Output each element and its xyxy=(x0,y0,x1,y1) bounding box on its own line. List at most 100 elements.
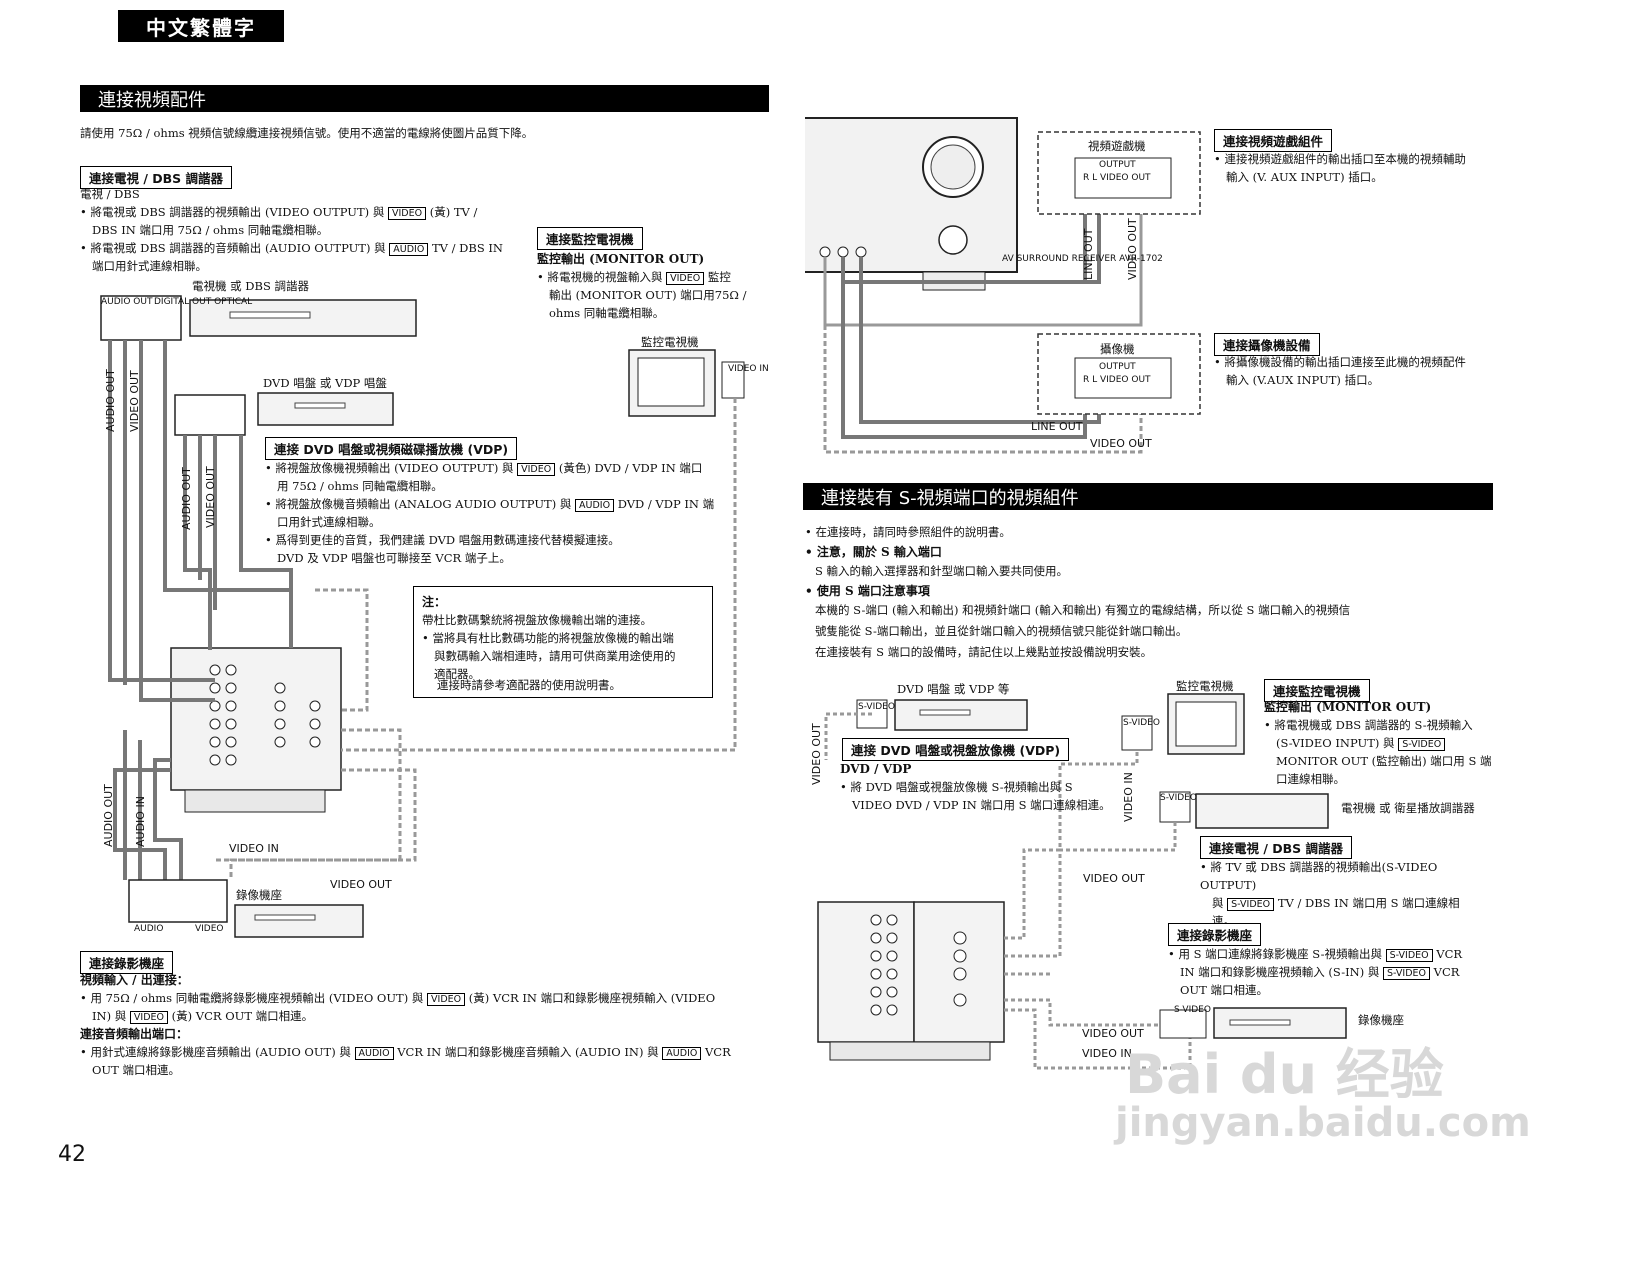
s-tv-bullet: • 將 TV 或 DBS 調諧器的視頻輸出(S-VIDEO OUTPUT) xyxy=(1200,860,1438,892)
s-vcr-text: • 用 S 端口連線將錄影機座 S-視頻輸出與 S-VIDEO VCR IN 端… xyxy=(1168,945,1494,999)
s-video-in-label-c: VIDEO IN xyxy=(1082,1047,1132,1060)
tv-dbs-sub: 電視 / DBS xyxy=(80,187,140,201)
text: • 用 S 端口連線將錄影機座 S-視頻輸出與 xyxy=(1168,947,1382,961)
audio-out-label-1: AUDIO OUT xyxy=(104,369,117,432)
s-intro: • 在連接時，請同時參照組件的說明書。 • 注意，關於 S 輸入端口 S 輸入的… xyxy=(805,522,1495,663)
text: (黃) VCR OUT 端口相連。 xyxy=(171,1009,314,1023)
s-mon-text: 監控輸出 (MONITOR OUT) • 將電視機或 DBS 調諧器的 S-視頻… xyxy=(1264,698,1494,788)
monitor-bullet: • 將電視機的視盤輸入與 VIDEO 監控 xyxy=(537,268,769,286)
section-title-video: 連接視頻配件 xyxy=(80,85,769,112)
vcr-slot xyxy=(254,914,316,921)
text: (黃色) DVD / VDP IN 端口 xyxy=(558,461,703,475)
page-number: 42 xyxy=(58,1142,86,1167)
cam-jacks-label: R L VIDEO OUT xyxy=(1083,375,1151,385)
tv-display xyxy=(229,311,311,319)
s-monitor-caption: 監控電視機 xyxy=(1176,679,1234,693)
s-para-2: 號隻能從 S-端口輸出，並且從針端口輸入的視頻信號只能從針端口輸出。 xyxy=(815,624,1188,638)
svideo-tag: S-VIDEO xyxy=(1383,967,1430,980)
s-tv-text: • 將 TV 或 DBS 調諧器的視頻輸出(S-VIDEO OUTPUT) 與 … xyxy=(1200,858,1492,930)
s-dvd-text: DVD / VDP • 將 DVD 唱盤或視盤放像機 S-視頻輸出與 S VID… xyxy=(840,760,1120,814)
right-top-diagram xyxy=(805,117,1201,454)
audio-tag: AUDIO xyxy=(662,1047,702,1060)
receiver-model: AV SURROUND RECEIVER AVR-1702 xyxy=(1002,254,1163,264)
s-para-2: 在連接裝有 S 端口的設備時，請記住以上幾點並按設備說明安裝。 xyxy=(815,645,1153,659)
s-heading-2: • 使用 S 端口注意事項 xyxy=(805,584,930,598)
text: 輸出 (MONITOR OUT) 端口用75Ω / xyxy=(549,288,747,302)
mon-svideo-label: S-VIDEO xyxy=(1123,718,1160,728)
text: 口連線相聯。 xyxy=(1276,772,1345,786)
text: • 將電視或 DBS 調諧器的視頻輸出 (VIDEO OUTPUT) 與 xyxy=(80,205,385,219)
dvd-bullet-1: • 將視盤放像機視頻輸出 (VIDEO OUTPUT) 與 VIDEO (黃色)… xyxy=(265,459,725,477)
select-knob xyxy=(938,225,968,255)
s-vcr-label: 連接錄影機座 xyxy=(1168,923,1262,946)
dvd-label: 連接 DVD 唱盤或視頻磁碟播放機 (VDP) xyxy=(265,437,518,460)
video-tag: VIDEO xyxy=(427,993,466,1006)
s-dvd-label: 連接 DVD 唱盤或視盤放像機 (VDP) xyxy=(842,738,1070,761)
mon-jack-label: VIDEO IN xyxy=(728,364,769,374)
tv-svideo-label: S-VIDEO xyxy=(1160,793,1197,803)
text: IN) 與 xyxy=(92,1009,127,1023)
note-title: 注： xyxy=(422,595,447,609)
audio-out-label-3: AUDIO OUT xyxy=(102,784,115,847)
dvd-bullet-3: • 爲得到更佳的音質，我們建議 DVD 唱盤用數碼連接代替模擬連接。 xyxy=(265,533,620,547)
text: TV / DBS IN 端口用 S 端口連線相 xyxy=(1277,896,1460,910)
left-connection-diagram xyxy=(100,295,745,938)
s-tv-line: 與 S-VIDEO TV / DBS IN 端口用 S 端口連線相 xyxy=(1200,894,1492,912)
s-tv-tuner xyxy=(1195,793,1329,829)
receiver-front xyxy=(805,117,1018,273)
cam-output-label: OUTPUT xyxy=(1099,362,1136,372)
text: 與 xyxy=(1212,896,1224,910)
text: • 將視盤放像機視頻輸出 (VIDEO OUTPUT) 與 xyxy=(265,461,514,475)
s-section-title: 連接裝有 S-視頻端口的視頻組件 xyxy=(803,483,1493,510)
text: VIDEO DVD / VDP IN 端口用 S 端口連線相連。 xyxy=(852,798,1111,812)
tv-jack-panel xyxy=(100,295,182,341)
video-out-label-2: VIDEO OUT xyxy=(204,466,217,528)
text: VCR xyxy=(705,1045,731,1059)
text: VCR xyxy=(1436,947,1463,961)
monitor-sub: 監控輸出 (MONITOR OUT) xyxy=(537,252,705,266)
s-mon-sub: 監控輸出 (MONITOR OUT) xyxy=(1264,700,1432,714)
text: IN 端口和錄影機座視頻輸入 (S-IN) 與 xyxy=(1180,965,1380,979)
audio-out-label-2: AUDIO OUT xyxy=(180,467,193,530)
monitor-caption: 監控電視機 xyxy=(641,335,699,349)
svideo-tag: S-VIDEO xyxy=(1385,949,1433,962)
s-video-out-label-b: VIDEO OUT xyxy=(1083,872,1145,885)
intro-text: 請使用 75Ω / ohms 視頻信號線纜連接視頻信號。使用不適當的電線將使圖片… xyxy=(80,126,534,140)
text: TV / DBS IN xyxy=(431,241,503,255)
game-output-panel xyxy=(1074,157,1172,199)
s-tv-label: 連接電視 / DBS 調諧器 xyxy=(1200,836,1353,859)
note-line: 適配器。 xyxy=(434,667,480,681)
baidu-watermark-url: jingyan.baidu.com xyxy=(1115,1100,1531,1146)
s-para-1: S 輸入的輸入選擇器和針型端口輸入要共同使用。 xyxy=(815,564,1069,578)
cam-text: • 將攝像機設備的輸出插口連接至此機的視頻配件 輸入 (V.AUX INPUT)… xyxy=(1214,353,1504,389)
game-label: 連接視頻遊戲組件 xyxy=(1214,129,1333,152)
s-mon-label: 連接監控電視機 xyxy=(1264,679,1370,702)
s-dvd-device xyxy=(894,699,1028,731)
monitor-jack xyxy=(721,361,745,399)
game-bullet: • 連接視頻遊戲組件的輸出插口至本機的視頻輔助 xyxy=(1214,152,1466,166)
text: MONITOR OUT (監控輸出) 端口用 S 端 xyxy=(1276,754,1492,768)
s-video-out-label-a: VIDEO OUT xyxy=(810,723,823,785)
cam-label: 連接攝像機設備 xyxy=(1214,333,1320,356)
text: OUT 端口相連。 xyxy=(92,1063,180,1077)
vcr-heading-1: 視頻輸入 / 出連接： xyxy=(80,973,189,987)
video-out-label-3: VIDEO OUT xyxy=(330,878,392,891)
text: • 將電視機的視盤輸入與 xyxy=(537,270,663,284)
text: 輸入 (V.AUX INPUT) 插口。 xyxy=(1226,373,1380,387)
cam-caption: 攝像機 xyxy=(1100,342,1135,356)
audio-tag: AUDIO xyxy=(389,243,429,256)
dvd-text: • 將視盤放像機視頻輸出 (VIDEO OUTPUT) 與 VIDEO (黃色)… xyxy=(265,459,725,567)
section-title-text: 連接視頻配件 xyxy=(98,89,206,111)
s-video-in-label-a: VIDEO IN xyxy=(1122,772,1135,822)
text: • 將電視或 DBS 調諧器的音頻輸出 (AUDIO OUTPUT) 與 xyxy=(80,241,386,255)
receiver-panel xyxy=(170,647,342,791)
line-out-label-2: LINE OUT xyxy=(1031,420,1083,433)
text: OUT 端口相連。 xyxy=(1180,983,1268,997)
vcr-heading-2: 連接音頻輸出端口： xyxy=(80,1027,189,1041)
text: 口用針式連線相聯。 xyxy=(277,515,381,529)
right-bottom-diagram xyxy=(817,693,1347,1070)
vcr-jack-video-label: VIDEO xyxy=(195,924,224,934)
s-video-out-label-c: VIDEO OUT xyxy=(1082,1027,1144,1040)
dvd-tray xyxy=(294,402,346,409)
vcr-bullet-2: • 用針式連線將錄影機座音頻輸出 (AUDIO OUT) 與 AUDIO VCR… xyxy=(80,1043,770,1061)
